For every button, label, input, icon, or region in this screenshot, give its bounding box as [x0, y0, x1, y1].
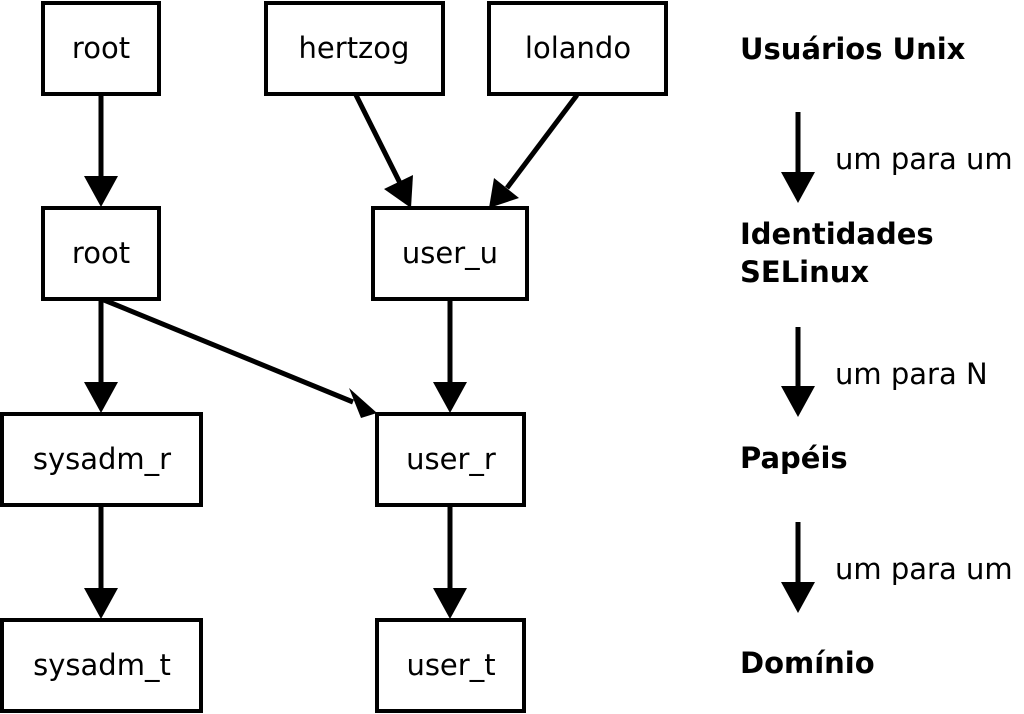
domain-sysadm-t-label: sysadm_t — [33, 648, 171, 682]
level-label-roles: Papéis — [740, 441, 848, 475]
unix-user-root-label: root — [72, 31, 130, 65]
level-label-selinux-identities-line1: Identidades — [740, 217, 934, 251]
identity-user-u-label: user_u — [402, 236, 498, 270]
domain-user-t-box: user_t — [375, 618, 526, 713]
legend-arrow-identities-to-roles — [781, 327, 815, 417]
identity-user-u-box: user_u — [371, 206, 529, 301]
role-sysadm-r-box: sysadm_r — [0, 412, 203, 507]
level-label-domain: Domínio — [740, 646, 875, 680]
unix-user-lolando-label: lolando — [525, 31, 631, 65]
relation-label-identities-to-roles: um para N — [835, 357, 988, 391]
legend-arrow-users-to-identities — [781, 112, 815, 203]
identity-root-box: root — [41, 206, 161, 301]
edge-hertzog-to-user-u — [353, 93, 413, 208]
unix-user-hertzog-box: hertzog — [264, 1, 445, 96]
role-user-r-label: user_r — [406, 442, 496, 476]
role-user-r-box: user_r — [375, 412, 526, 507]
edge-user-r-to-user-t — [433, 505, 467, 619]
unix-user-hertzog-label: hertzog — [299, 31, 410, 65]
edge-root-identity-to-user-r — [103, 297, 377, 418]
edge-user-u-to-user-r — [433, 299, 467, 413]
domain-sysadm-t-box: sysadm_t — [0, 618, 203, 713]
edge-root-identity-to-sysadm-r — [84, 299, 118, 413]
edge-lolando-to-user-u — [489, 93, 579, 208]
unix-user-root-box: root — [41, 1, 161, 96]
level-label-unix-users: Usuários Unix — [740, 32, 966, 66]
domain-user-t-label: user_t — [406, 648, 495, 682]
identity-root-label: root — [72, 236, 130, 270]
relation-label-roles-to-domain: um para um — [835, 552, 1013, 586]
edge-root-user-to-root-identity — [84, 95, 118, 207]
relation-label-users-to-identities: um para um — [835, 142, 1013, 176]
level-label-selinux-identities-line2: SELinux — [740, 255, 869, 289]
unix-user-lolando-box: lolando — [487, 1, 668, 96]
edge-sysadm-r-to-sysadm-t — [84, 505, 118, 619]
legend-arrow-roles-to-domain — [781, 522, 815, 613]
role-sysadm-r-label: sysadm_r — [33, 442, 171, 476]
edges — [84, 93, 579, 619]
